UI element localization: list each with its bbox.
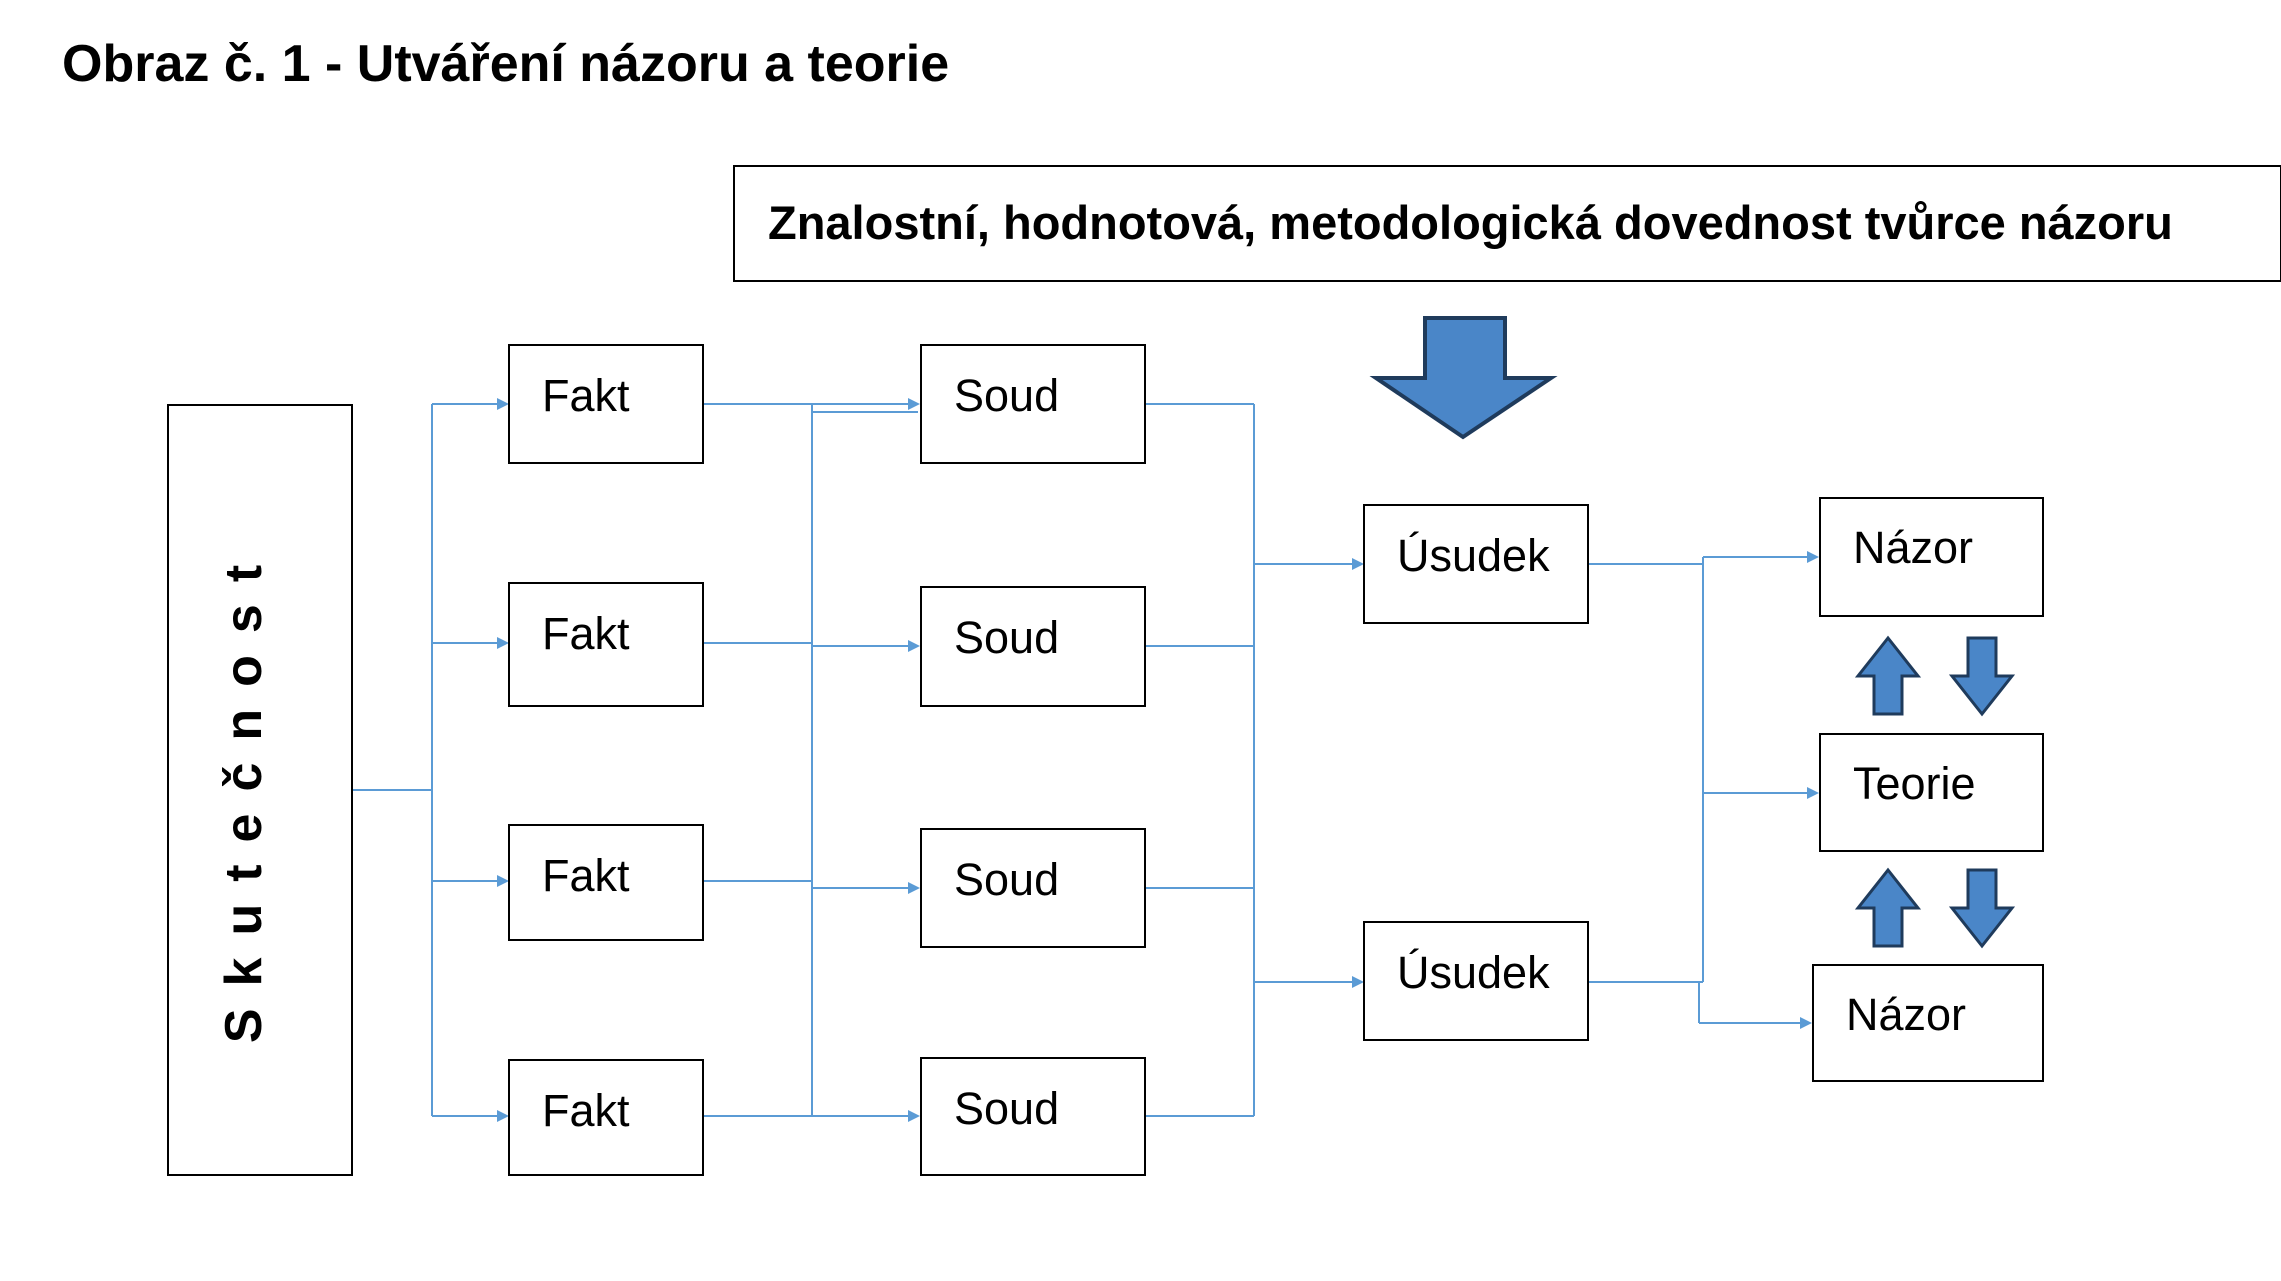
opinion-label: Názor: [1846, 989, 1967, 1040]
fact-box: [508, 582, 704, 707]
judgment-label: Soud: [954, 370, 1060, 421]
opinion-label: Názor: [1853, 522, 1974, 573]
skills-banner-label: Znalostní, hodnotová, metodologická dove…: [768, 196, 2173, 249]
fact-box: [508, 1059, 704, 1176]
judgment-box: [920, 1057, 1146, 1176]
judgment-label: Soud: [954, 612, 1060, 663]
fact-box: [508, 824, 704, 941]
big-down-arrow-icon: [1369, 316, 1558, 440]
inference-box: [1363, 504, 1589, 624]
fact-label: Fakt: [542, 370, 630, 421]
judgment-box: [920, 586, 1146, 707]
inference-label: Úsudek: [1397, 530, 1550, 581]
fact-label: Fakt: [542, 850, 630, 901]
fact-label: Fakt: [542, 608, 630, 659]
fact-box: [508, 344, 704, 464]
judgment-box: [920, 344, 1146, 464]
down-arrow-icon: [1948, 868, 2016, 949]
theory-label: Teorie: [1853, 758, 1976, 809]
judgment-label: Soud: [954, 1083, 1060, 1134]
theory-box: [1819, 733, 2044, 852]
reality-label: Skutečnost: [215, 542, 273, 1044]
inference-box: [1363, 921, 1589, 1041]
skills-banner: Znalostní, hodnotová, metodologická dove…: [733, 165, 2281, 282]
up-arrow-icon: [1854, 867, 1922, 948]
reality-box: [167, 404, 353, 1176]
page-title: Obraz č. 1 - Utváření názoru a teorie: [62, 35, 950, 93]
fact-label: Fakt: [542, 1085, 630, 1136]
down-arrow-icon: [1948, 636, 2016, 717]
opinion-box: [1812, 964, 2044, 1082]
judgment-box: [920, 828, 1146, 948]
inference-label: Úsudek: [1397, 947, 1550, 998]
opinion-box: [1819, 497, 2044, 617]
up-arrow-icon: [1854, 635, 1922, 716]
judgment-label: Soud: [954, 854, 1060, 905]
